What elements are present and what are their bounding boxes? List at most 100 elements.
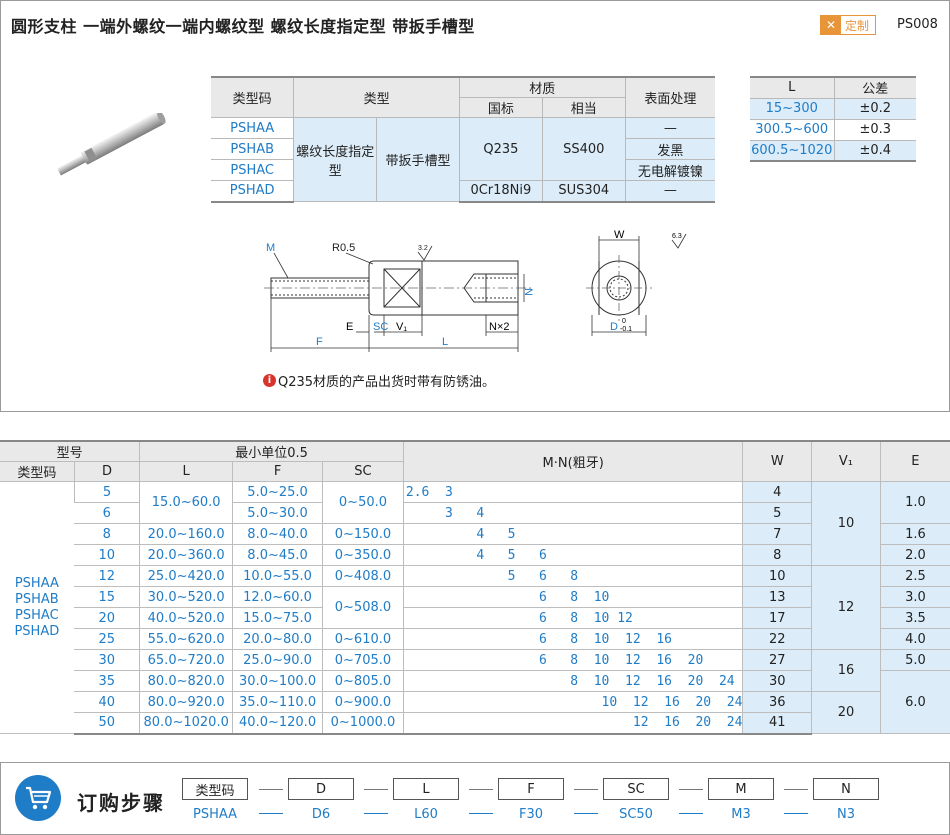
cell-d: 50 [74,712,140,735]
header-w: W [742,440,812,482]
tol-header-l: L [750,76,834,99]
cell-sc: 0~508.0 [322,586,404,629]
label-e: E [346,321,353,333]
spec-header-code: 类型码 [211,76,294,118]
cell-l: 80.0~1020.0 [139,712,233,735]
step-value: PSHAA [192,807,237,822]
part-code: PS008 [897,17,938,32]
spec-code: PSHAA [211,117,294,139]
cell-mn: 6 8 10 12 [402,607,743,629]
cell-d: 10 [74,544,140,566]
cell-f: 25.0~90.0 [232,649,323,671]
cell-sc: 0~150.0 [322,523,404,545]
type-codes: PSHAA PSHAB PSHAC PSHAD [0,481,75,734]
spec-type-thread: 螺纹长度指定型 [293,117,377,202]
step-label: F [498,778,564,800]
header-v1: V₁ [811,440,881,482]
cell-w: 4 [742,481,812,503]
cell-l: 20.0~360.0 [139,544,233,566]
header-min-unit: 最小单位0.5 [139,440,404,462]
cell-f: 5.0~30.0 [232,502,323,524]
cell-d: 5 [73,481,140,503]
spec-material-equiv: SS400 [541,117,626,181]
step-value: L60 [414,807,438,822]
step-f: F F30 [498,778,564,822]
cell-sc: 0~50.0 [322,481,404,524]
header-f: F [232,461,323,482]
step-value: D6 [311,807,331,822]
cell-mn: 10 12 16 20 24 [402,691,743,713]
label-r: R0.5 [332,242,355,254]
step-label: N [813,778,879,800]
custom-label: 定制 [845,18,870,33]
note: i Q235材质的产品出货时带有防锈油。 [263,371,495,390]
product-image [57,113,166,176]
cell-mn: 2.6 3 [402,481,743,503]
step-connector [574,789,598,790]
cell-sc: 0~1000.0 [322,712,404,735]
step-label: D [288,778,354,800]
spec-header-equiv: 相当 [541,97,626,118]
label-w: W [614,229,625,241]
spec-header-type: 类型 [293,76,460,118]
step-connector [364,789,388,790]
cell-l: 30.0~520.0 [139,586,233,608]
cell-e: 3.5 [879,607,950,629]
tol-header-tol: 公差 [833,76,916,99]
body-outline [368,260,519,316]
header-code: 类型码 [0,461,75,482]
tol-value: ±0.3 [833,119,916,141]
tol-value: ±0.4 [833,140,916,162]
cell-f: 35.0~110.0 [232,691,323,713]
step-value: N3 [837,807,855,822]
step-connector [259,789,283,790]
cell-d: 6 [74,502,140,524]
cell-d: 25 [74,628,140,650]
step-label: SC [603,778,669,800]
custom-badge[interactable]: ✕ 定制 [820,15,876,35]
step-connector [259,813,283,814]
custom-icon: ✕ [821,16,841,34]
cell-l: 80.0~820.0 [139,670,233,692]
cell-mn: 8 10 12 16 20 24 [402,670,743,692]
cell-w: 10 [742,565,812,587]
roughness-63: 6.3 [672,233,682,240]
label-v1: V₁ [396,321,407,333]
spec-type-wrench: 带扳手槽型 [376,117,460,202]
cell-f: 20.0~80.0 [232,628,323,650]
cell-d: 20 [74,607,140,629]
cell-mn: 6 8 10 12 16 [402,628,743,650]
cell-mn: 12 16 20 24 [402,712,743,735]
header-l: L [139,461,233,482]
spec-code: PSHAD [211,180,294,203]
cell-l: 65.0~720.0 [139,649,233,671]
cell-mn: 4 5 [402,523,743,545]
info-icon: i [263,374,276,387]
cell-l: 20.0~160.0 [139,523,233,545]
cell-l: 15.0~60.0 [139,481,233,524]
cell-f: 30.0~100.0 [232,670,323,692]
tol-range: 300.5~600 [750,119,834,141]
cell-v1: 16 [811,649,881,692]
spec-surface: 无电解镀镍 [624,159,715,181]
cell-mn: 6 8 10 12 16 20 [402,649,743,671]
step-connector [574,813,598,814]
cell-w: 5 [742,502,812,524]
label-f: F [316,336,323,348]
cell-l: 55.0~620.0 [139,628,233,650]
cell-sc: 0~705.0 [322,649,404,671]
cell-f: 5.0~25.0 [232,481,323,503]
spec-material-equiv: SUS304 [541,180,626,203]
header-sc: SC [322,461,404,482]
order-steps-panel: 订购步骤 类型码 PSHAA D D6 L L60 F F30 SC SC50 … [0,762,950,835]
spec-code: PSHAC [211,159,294,181]
step-value: M3 [731,807,751,822]
step-connector [784,789,808,790]
cell-l: 80.0~920.0 [139,691,233,713]
step-connector [469,813,493,814]
note-text: Q235材质的产品出货时带有防锈油。 [278,375,496,390]
cell-e: 2.5 [879,565,950,587]
label-n: N [522,288,534,296]
cell-f: 8.0~45.0 [232,544,323,566]
spec-header-gb: 国标 [458,97,543,118]
